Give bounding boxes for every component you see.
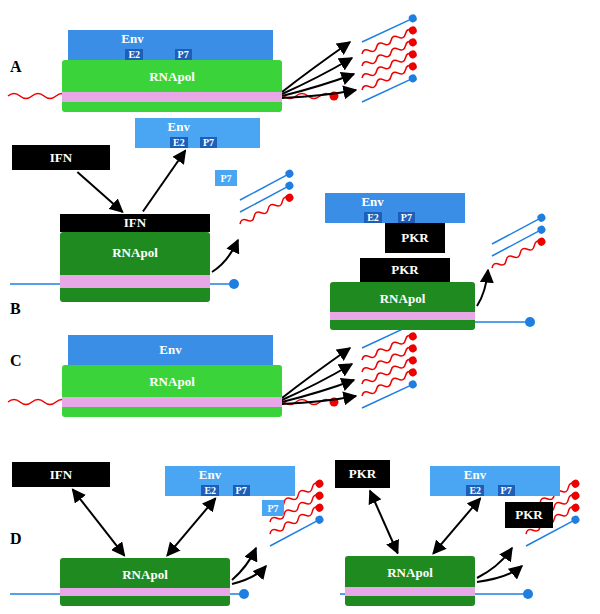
domain-label: P7	[498, 485, 515, 496]
binding-arrow	[143, 150, 185, 211]
protein-label: RNApol	[149, 69, 195, 85]
pkr-protein: PKR	[335, 460, 390, 488]
protein-label: Env	[121, 31, 143, 47]
env-protein: EnvE2 P7	[430, 466, 560, 496]
protein-label: Env	[464, 467, 486, 483]
protein-label: Env	[199, 467, 221, 483]
panel-letter: A	[10, 58, 22, 76]
rna-polymerase: RNApol	[62, 60, 282, 112]
binding-arrow	[370, 491, 398, 554]
protein-label: RNApol	[387, 565, 433, 581]
domain-label: E2	[364, 212, 382, 223]
protein-label: RNApol	[149, 374, 195, 390]
protein-label: PKR	[515, 507, 542, 523]
protein-label: IFN	[124, 215, 146, 231]
binding-arrow	[73, 489, 125, 555]
protein-label: RNApol	[122, 567, 168, 583]
protein-label: PKR	[349, 466, 376, 482]
pkr-protein: PKR	[360, 258, 450, 282]
panel-letter: C	[10, 352, 22, 370]
domain-label: P7	[233, 485, 250, 496]
protein-label: RNApol	[112, 245, 158, 261]
protein-label: IFN	[50, 150, 72, 166]
env-protein: EnvE2 P7	[68, 30, 273, 60]
ifn-protein: IFN	[60, 214, 210, 232]
binding-arrow	[433, 498, 480, 553]
p7-fragment: P7	[262, 500, 284, 516]
protein-label: RNApol	[380, 291, 426, 307]
domain-label: E2	[125, 49, 143, 60]
panel-letter: B	[10, 300, 21, 318]
rna-polymerase: RNApol	[60, 232, 210, 302]
pkr-protein: PKR	[505, 502, 553, 528]
rna-polymerase: RNApol	[330, 282, 475, 330]
panel-letter: D	[10, 530, 22, 548]
protein-label: IFN	[50, 467, 72, 483]
domain-label: E2	[170, 137, 188, 148]
protein-label: Env	[168, 119, 190, 135]
rna-polymerase: RNApol	[60, 558, 230, 606]
env-protein: Env	[68, 335, 273, 365]
ifn-protein: IFN	[12, 145, 110, 170]
protein-label: P7	[267, 503, 278, 514]
rna-polymerase: RNApol	[62, 365, 282, 417]
protein-label: PKR	[391, 262, 418, 278]
env-protein: EnvE2 P7	[325, 193, 465, 223]
domain-label: P7	[398, 212, 415, 223]
ifn-protein: IFN	[12, 462, 110, 487]
rna-polymerase: RNApol	[345, 556, 475, 606]
binding-arrow	[77, 172, 122, 212]
protein-label: PKR	[401, 230, 428, 246]
domain-label: P7	[200, 137, 217, 148]
pkr-protein: PKR	[385, 223, 445, 253]
domain-label: P7	[175, 49, 192, 60]
protein-label: Env	[361, 194, 383, 210]
domain-label: E2	[466, 485, 484, 496]
env-protein: EnvE2 P7	[165, 466, 295, 496]
p7-fragment: P7	[215, 170, 237, 186]
domain-label: E2	[201, 485, 219, 496]
binding-arrow	[167, 498, 215, 555]
protein-label: P7	[220, 173, 231, 184]
protein-label: Env	[159, 342, 181, 358]
env-protein: EnvE2 P7	[135, 118, 260, 148]
